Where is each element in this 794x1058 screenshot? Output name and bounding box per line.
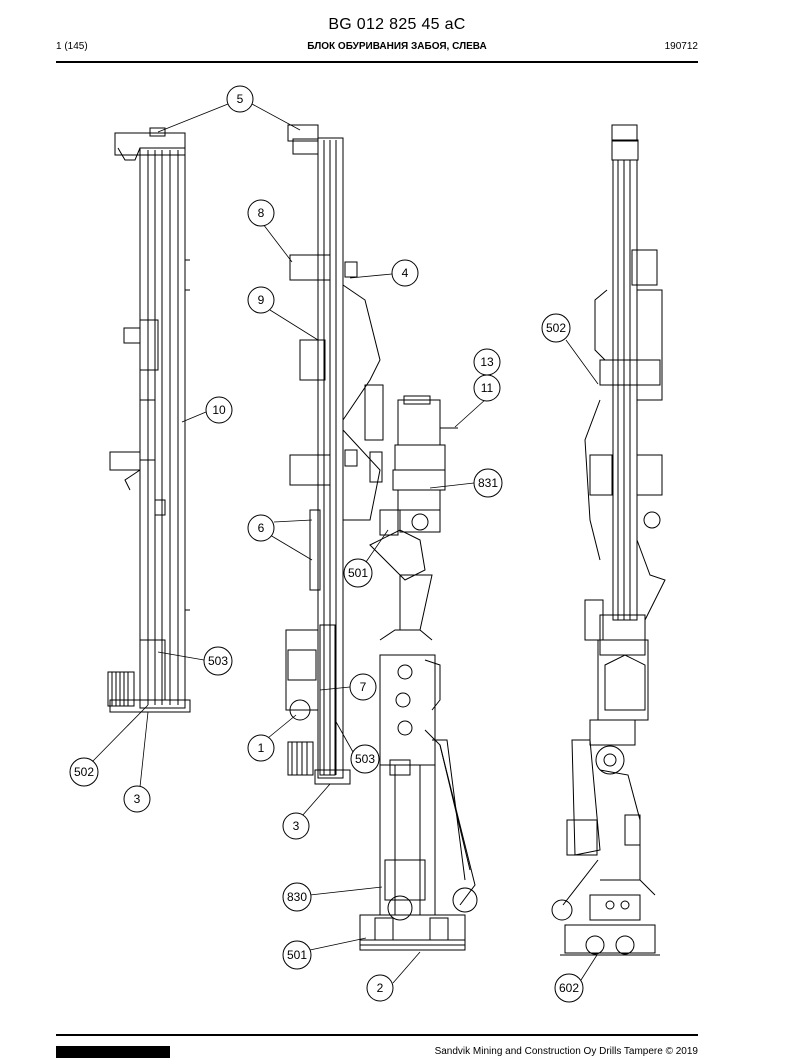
center-view-boom: [359, 529, 478, 951]
callout-503-center: 503: [350, 744, 380, 774]
svg-text:602: 602: [559, 981, 579, 995]
document-title: БЛОК ОБУРИВАНИЯ ЗАБОЯ, СЛЕВА: [307, 41, 487, 52]
callout-11: 11: [473, 374, 501, 402]
callout-3-center: 3: [282, 812, 310, 840]
svg-text:1: 1: [258, 741, 265, 755]
right-view-boom: [551, 639, 660, 956]
svg-text:3: 3: [134, 792, 141, 806]
svg-text:6: 6: [258, 521, 265, 535]
callout-830: 830: [282, 882, 312, 912]
svg-text:9: 9: [258, 293, 265, 307]
callout-7: 7: [349, 673, 377, 701]
center-view-feed-beam: [285, 124, 384, 785]
svg-text:831: 831: [478, 476, 498, 490]
callout-2: 2: [366, 974, 394, 1002]
svg-text:7: 7: [360, 680, 367, 694]
callout-6: 6: [247, 514, 275, 542]
svg-text:3: 3: [293, 819, 300, 833]
leader-lines: [91, 103, 599, 984]
svg-text:13: 13: [480, 355, 494, 369]
right-view-feed-beam: [584, 124, 666, 656]
callout-13: 13: [473, 348, 501, 376]
svg-text:11: 11: [481, 381, 494, 395]
callout-501-center: 501: [343, 558, 373, 588]
svg-text:2: 2: [377, 981, 384, 995]
svg-text:501: 501: [287, 948, 307, 962]
svg-text:503: 503: [355, 752, 375, 766]
callout-9: 9: [247, 286, 275, 314]
svg-text:10: 10: [212, 403, 226, 417]
document-code: BG 012 825 45 aC: [328, 16, 466, 33]
callout-831: 831: [473, 468, 503, 498]
header-rule: [56, 61, 698, 63]
callout-3-left: 3: [123, 785, 151, 813]
callout-503-left: 503: [203, 646, 233, 676]
left-view-feed-beam: [107, 127, 191, 713]
svg-text:502: 502: [74, 765, 94, 779]
page-number: 1 (145): [56, 41, 88, 52]
callout-10: 10: [205, 396, 233, 424]
callout-1: 1: [247, 734, 275, 762]
center-view-rotation-unit: [379, 395, 458, 536]
svg-text:503: 503: [208, 654, 228, 668]
document-date: 190712: [664, 41, 698, 52]
callout-4: 4: [391, 259, 419, 287]
svg-text:5: 5: [237, 92, 244, 106]
callout-501-bottom: 501: [282, 940, 312, 970]
callout-602: 602: [554, 973, 584, 1003]
company-logo: [56, 1046, 170, 1058]
footer-rule: [56, 1034, 698, 1036]
svg-text:4: 4: [402, 266, 409, 280]
callout-502-right: 502: [541, 313, 571, 343]
svg-text:502: 502: [546, 321, 566, 335]
svg-text:830: 830: [287, 890, 307, 904]
callout-8: 8: [247, 199, 275, 227]
svg-text:8: 8: [258, 206, 265, 220]
callout-502-left: 502: [69, 757, 99, 787]
svg-text:501: 501: [348, 566, 368, 580]
footer-copyright: Sandvik Mining and Construction Oy Drill…: [434, 1046, 698, 1057]
callout-5: 5: [226, 85, 254, 113]
